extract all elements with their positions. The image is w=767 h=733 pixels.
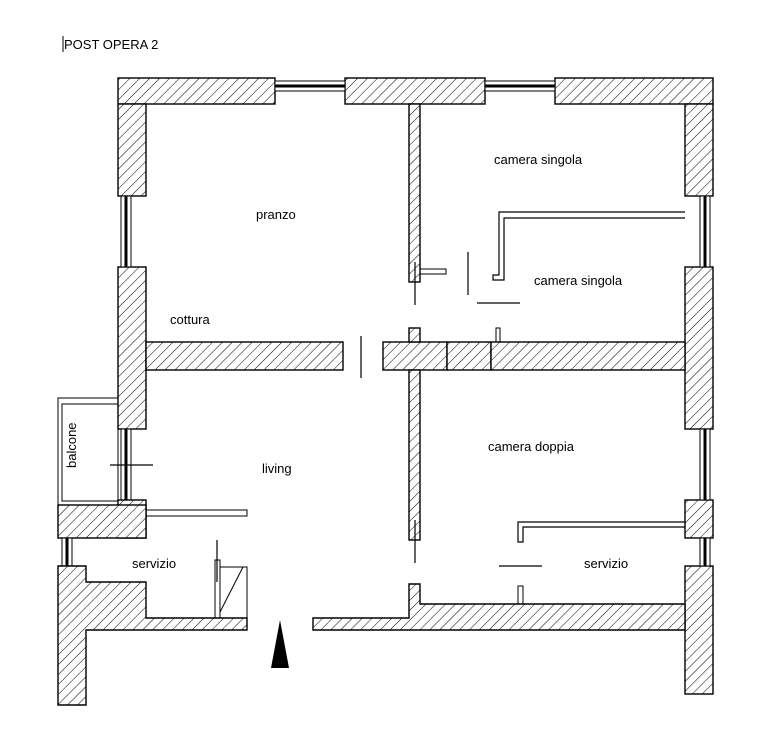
door-leaf-pranzo [419,268,447,275]
door-stub-servizio-right [517,585,524,605]
wall-vertical-stub [408,327,421,343]
wall-right-middle [684,266,714,430]
balcony-inner [61,403,119,502]
room-label-cottura: cottura [170,312,211,327]
room-label-camera-singola-lower: camera singola [534,273,623,288]
door-swing-servizio-left [219,566,244,613]
partition-living-servizio [145,509,248,517]
door-stub-camera-singola [495,327,501,343]
wall-right-bottom [684,565,714,695]
room-label-balcone: balcone [64,422,79,468]
wall-left-middle [117,266,147,430]
wall-vertical-top [408,103,421,283]
wall-vertical-lower [408,369,421,541]
wall-left-upper [117,103,147,197]
door-frame-servizio-left [220,566,248,618]
room-label-servizio-left: servizio [132,556,176,571]
page-title: POST OPERA 2 [64,37,158,52]
room-label-servizio-right: servizio [584,556,628,571]
wall-top-right [554,77,714,105]
wall-right-lower [684,499,714,539]
wall-servizio-left-outer [57,565,248,706]
entrance-arrow-icon [271,620,289,668]
wall-center-block [382,341,448,371]
partition-camera-singola [492,211,685,281]
wall-bottom-right [312,583,686,631]
door-leaf-servizio-left [214,559,221,619]
wall-top-left [117,77,276,105]
wall-top-middle [344,77,486,105]
partition-servizio-right [517,521,685,543]
wall-kitchen-divider [145,341,344,371]
room-label-living: living [262,461,292,476]
wall-right-divider [490,341,686,371]
room-label-pranzo: pranzo [256,207,296,222]
wall-center-infill [446,341,492,371]
room-label-camera-doppia: camera doppia [488,439,575,454]
wall-right-upper [684,103,714,197]
room-label-camera-singola-upper: camera singola [494,152,583,167]
wall-balcony-base [57,504,147,539]
